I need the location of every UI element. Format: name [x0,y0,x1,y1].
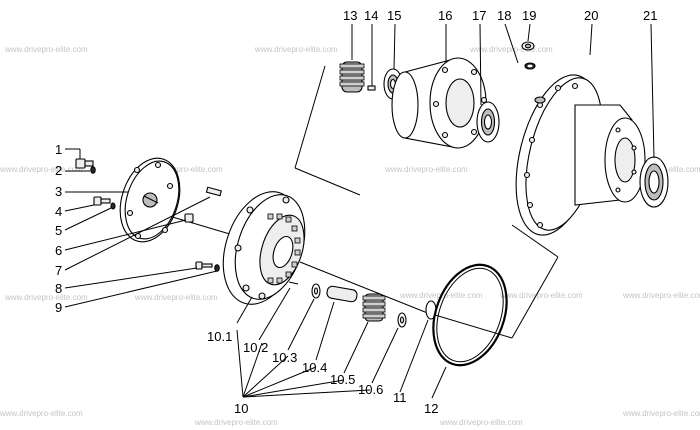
watermark-text: www.drivepro-elite.com [384,165,468,174]
watermark-text: www.drivepro-elite.com [622,291,700,300]
part-labels: 1 2 3 4 5 6 7 8 9 10.1 10.2 10.3 10.4 10… [55,8,657,416]
part-10-1-planet-carrier [222,191,306,305]
part-21-seal [639,156,669,208]
part-15-bearing [383,68,403,100]
part-5-washer [110,202,116,210]
label-part-5: 5 [55,223,62,238]
part-14-pin [367,85,376,91]
label-part-16: 16 [438,8,452,23]
part-7-dowel-pin [205,186,222,197]
part-13-sun-gear [339,61,365,93]
watermark-text: www.drivepro-elite.com [622,409,700,418]
watermark-text: www.drivepro-elite.com [0,165,83,174]
watermark-text: www.drivepro-elite.com [4,45,88,54]
part-3-cover-plate [119,157,181,243]
label-part-19: 19 [522,8,536,23]
part-20-hub-housing [515,74,646,236]
label-part-10-4: 10.4 [302,360,327,375]
part-6-plug [184,213,194,223]
label-part-6: 6 [55,243,62,258]
part-10-5-planet-gear [362,293,386,322]
label-part-10-5: 10.5 [330,372,355,387]
label-part-18: 18 [497,8,511,23]
part-10-3-washer [311,283,321,299]
label-part-11: 11 [393,390,407,405]
label-part-10-6: 10.6 [358,382,383,397]
label-part-15: 15 [387,8,401,23]
label-part-17: 17 [472,8,486,23]
watermark-text: www.drivepro-elite.com [439,418,523,427]
label-part-10-2: 10.2 [243,340,268,355]
part-12-o-ring [432,263,508,367]
part-1-bolt [75,158,94,169]
watermark-text: www.drivepro-elite.com [4,293,88,302]
label-part-13: 13 [343,8,357,23]
label-part-7: 7 [55,263,62,278]
carrier-gear-teeth [267,213,301,284]
label-part-2: 2 [55,163,62,178]
part-10-2-needle [288,281,299,285]
watermark-text: www.drivepro-elite.com [134,293,218,302]
part-19-plug [521,41,535,51]
label-part-4: 4 [55,204,62,219]
label-part-1: 1 [55,142,62,157]
label-part-20: 20 [584,8,598,23]
label-part-10-3: 10.3 [272,350,297,365]
part-4-screw [93,196,111,206]
part-2-washer [90,166,96,174]
watermark-text: www.drivepro-elite.com [194,418,278,427]
label-part-3: 3 [55,184,62,199]
watermark-text: www.drivepro-elite.com [469,45,553,54]
part-9-washer [214,264,220,272]
part-10-4-planet-shaft [326,285,358,303]
label-part-9: 9 [55,300,62,315]
part-17-bearing [476,101,500,143]
watermark-text: www.drivepro-elite.com [499,291,583,300]
part-16-ring-gear [391,57,488,149]
label-part-10: 10 [234,401,248,416]
label-part-10-1: 10.1 [207,329,232,344]
watermark-text: www.drivepro-elite.com [254,45,338,54]
label-part-8: 8 [55,281,62,296]
label-part-21: 21 [643,8,657,23]
leader-lines [64,23,655,399]
part-10-6-washer [397,312,407,328]
label-part-14: 14 [364,8,378,23]
part-18-o-ring [524,62,536,70]
label-part-12: 12 [424,401,438,416]
part-8-screw [195,261,213,270]
watermark-text: www.drivepro-elite.com [139,165,223,174]
watermark-text: www.drivepro-elite.com [0,409,83,418]
